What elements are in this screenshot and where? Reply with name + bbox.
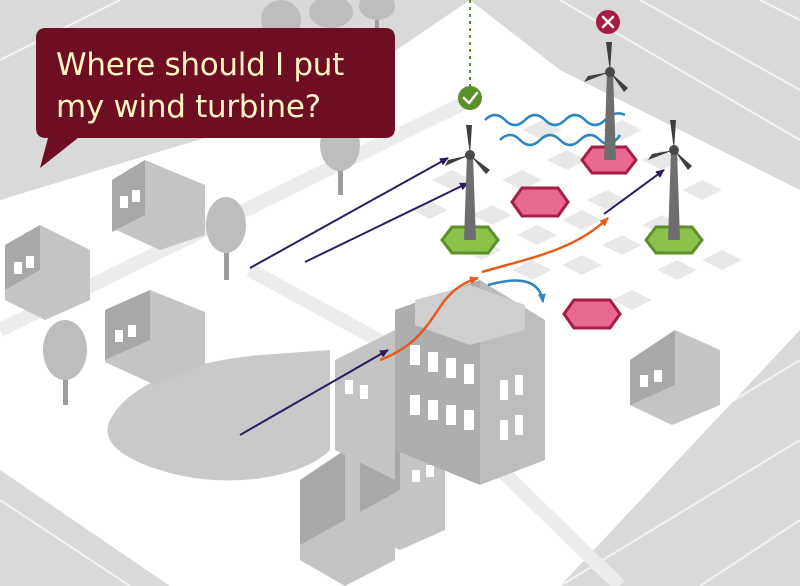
wind-flow-arrows [239, 157, 665, 436]
wind-arrow [239, 349, 389, 436]
check-icon [458, 86, 482, 110]
turbulence-arrows [379, 217, 609, 362]
plaza-shape [107, 350, 330, 481]
office-building [335, 280, 545, 485]
tree [359, 0, 395, 40]
house [630, 330, 720, 425]
house [112, 160, 205, 250]
turbulent-wind-waves [484, 112, 626, 147]
wind-turbines [445, 42, 692, 240]
turbulent-flow-arrow [379, 276, 479, 362]
downdraft-arrow [487, 279, 546, 303]
tree [206, 197, 246, 280]
house [105, 290, 205, 385]
callout-line-1: Where should I put [56, 47, 344, 83]
wind-arrow [249, 157, 449, 269]
wind-arrow [304, 182, 469, 263]
turbulent-flow-arrow [481, 217, 609, 274]
wind-turbine [445, 125, 490, 240]
hexagon-grid [407, 117, 747, 313]
callout-line-2: my wind turbine? [56, 89, 321, 125]
wind-arrow [603, 169, 665, 215]
wind-turbine [584, 42, 628, 160]
speech-bubble-text: Where should I put my wind turbine? [56, 44, 386, 128]
houses [5, 160, 720, 586]
cross-icon [596, 10, 620, 34]
speech-bubble [36, 28, 395, 168]
tree [43, 320, 87, 405]
wind-turbine [648, 120, 692, 240]
house [5, 225, 90, 320]
unsuitable-site-hexes [510, 145, 638, 330]
